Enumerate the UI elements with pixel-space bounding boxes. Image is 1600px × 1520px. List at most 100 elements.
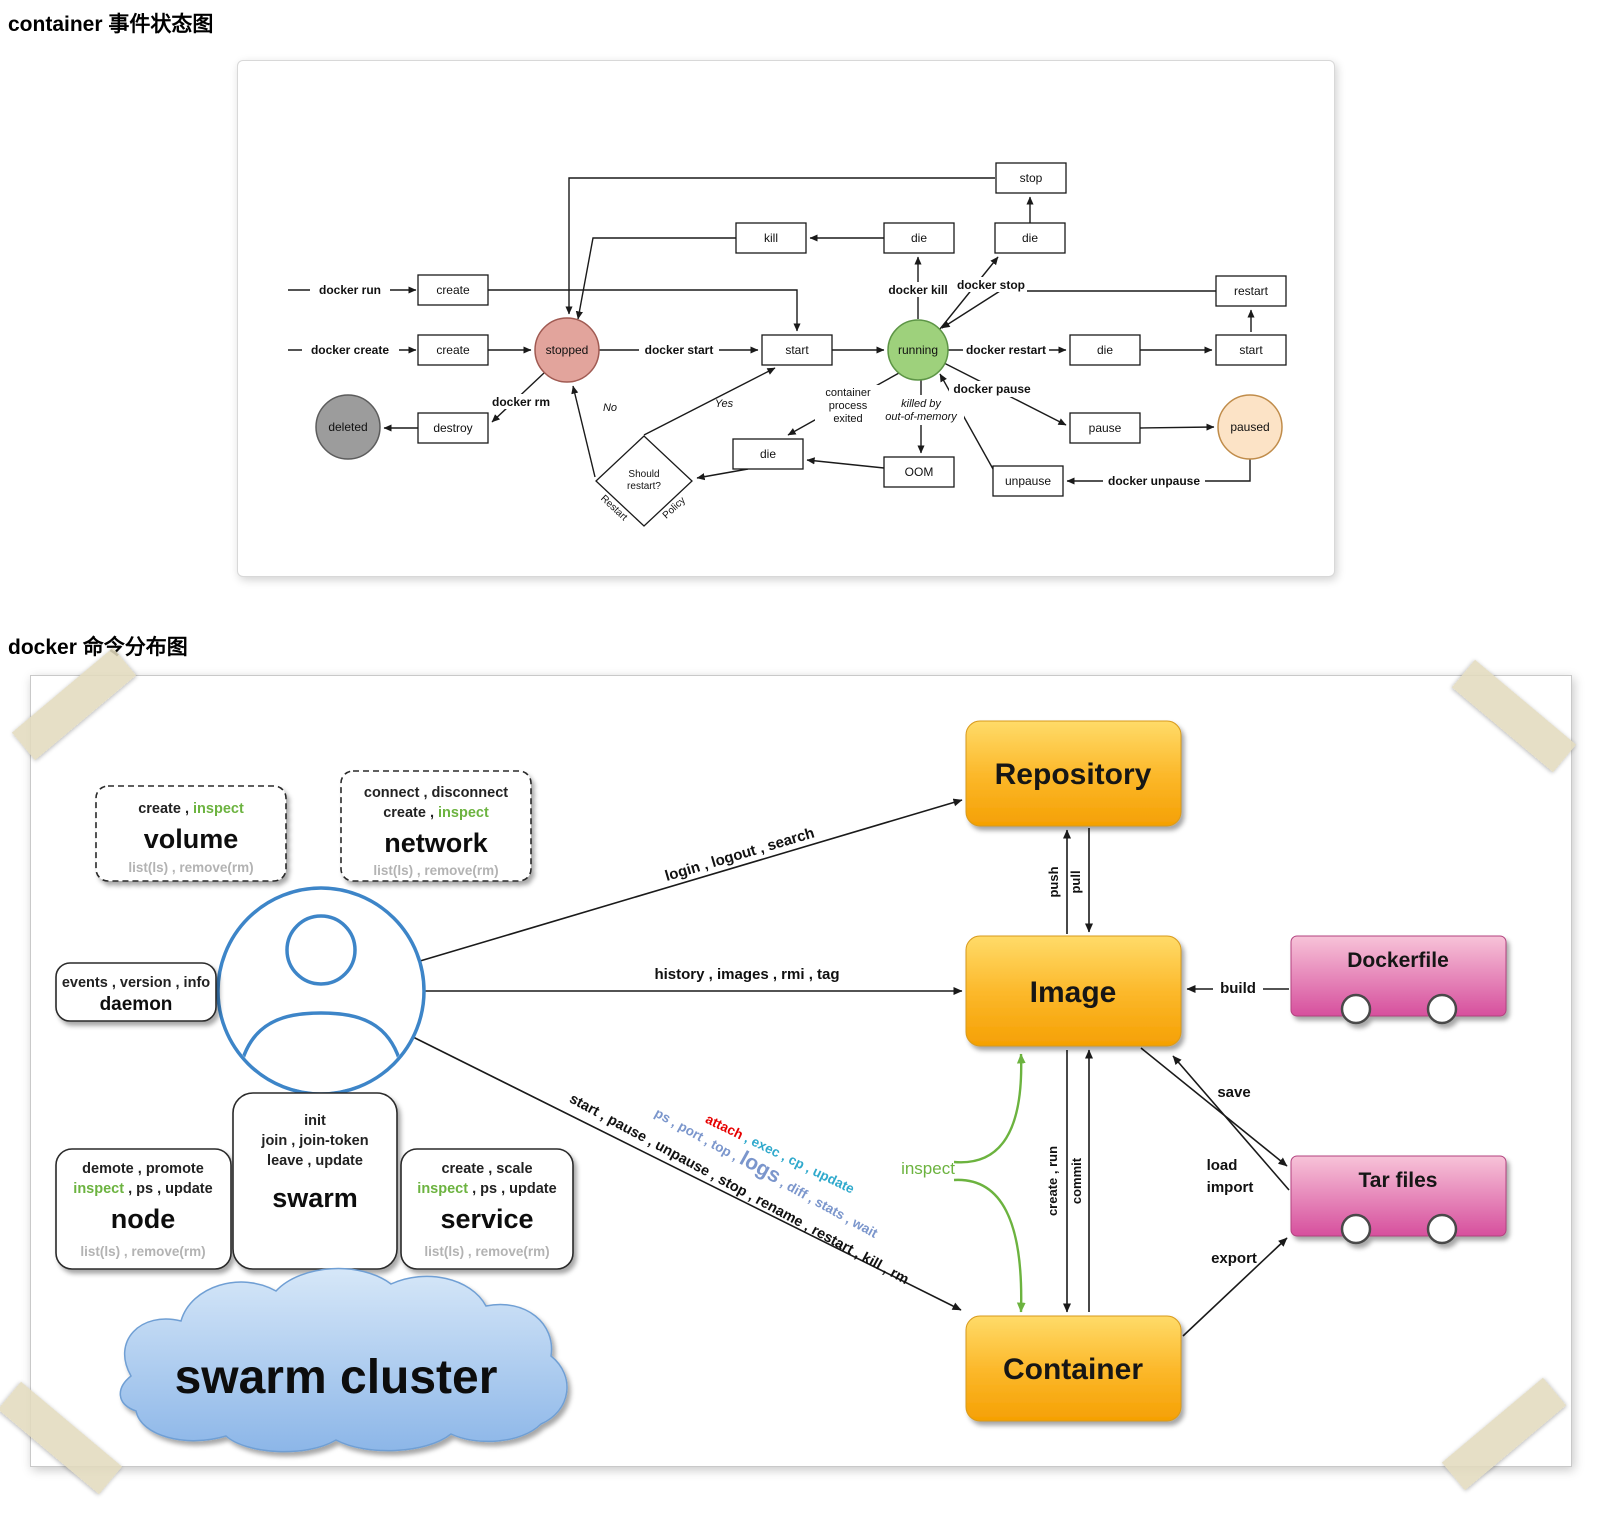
event-box-die-1: die xyxy=(883,222,955,254)
state-node-paused: paused xyxy=(1217,394,1283,460)
event-box-die-4: die xyxy=(732,438,804,470)
svg-text:join , join-token: join , join-token xyxy=(260,1133,368,1149)
edge-create-to-start xyxy=(488,289,801,332)
event-box-create: create xyxy=(417,334,489,366)
edge-label-export: export xyxy=(1211,1250,1257,1267)
edge-stop-to-stopped xyxy=(565,177,995,315)
svg-text:create , inspect: create , inspect xyxy=(138,801,244,817)
edge-label-import: import xyxy=(1207,1179,1254,1196)
edge-user-to-repository xyxy=(419,798,963,962)
group-network: connect , disconnect create , inspect ne… xyxy=(340,770,532,882)
edge-label-create-run: create , run xyxy=(1045,1146,1060,1216)
edge-unpause-to-running xyxy=(939,373,994,470)
event-box-die-3: die xyxy=(1069,334,1141,366)
entity-label: Dockerfile xyxy=(1347,949,1449,972)
svg-text:docker pause: docker pause xyxy=(953,382,1031,396)
state-label: paused xyxy=(1230,420,1269,434)
svg-text:list(ls) , remove(rm): list(ls) , remove(rm) xyxy=(80,1244,205,1259)
svg-text:out-of-memory: out-of-memory xyxy=(885,411,958,423)
event-box-pause: pause xyxy=(1069,412,1141,444)
entity-container: Container xyxy=(965,1315,1182,1422)
event-box-kill: kill xyxy=(735,222,807,254)
event-label: restart xyxy=(1234,284,1269,298)
svg-text:process: process xyxy=(829,400,868,412)
edge-running-to-die-stop xyxy=(939,256,999,330)
svg-text:docker unpause: docker unpause xyxy=(1108,474,1200,488)
edge-label-docker-create: docker create xyxy=(302,342,399,358)
entity-label: Repository xyxy=(995,758,1152,791)
edge-label-oom-killed: killed by out-of-memory xyxy=(878,395,964,425)
svg-text:docker kill: docker kill xyxy=(888,283,947,297)
container-state-diagram-svg: stop kill die die create restart create … xyxy=(288,162,1287,527)
edge-label-pull: pull xyxy=(1068,870,1083,893)
group-title: volume xyxy=(144,824,239,854)
event-label: create xyxy=(436,283,470,297)
edge-pause-to-paused xyxy=(1139,423,1215,431)
state-diagram-card: stop kill die die create restart create … xyxy=(237,60,1335,577)
svg-text:list(ls) , remove(rm): list(ls) , remove(rm) xyxy=(128,860,253,875)
entity-tar-files: Tar files xyxy=(1290,1155,1507,1245)
decision-should-restart: Should restart? Restart Policy xyxy=(595,435,693,527)
state-node-stopped: stopped xyxy=(534,317,600,383)
swarm-cluster-cloud: swarm cluster xyxy=(119,1267,568,1453)
group-title: service xyxy=(440,1204,533,1234)
entity-label: Container xyxy=(1003,1353,1143,1386)
event-box-unpause: unpause xyxy=(992,465,1064,497)
section-title-state-diagram: container 事件状态图 xyxy=(8,13,214,36)
edge-decision-yes-to-start xyxy=(643,367,776,436)
state-node-running: running xyxy=(887,319,949,381)
svg-text:demote , promote: demote , promote xyxy=(82,1161,204,1177)
svg-text:init: init xyxy=(304,1113,326,1129)
svg-text:container: container xyxy=(825,387,871,399)
wheel-icon xyxy=(1426,993,1458,1025)
event-box-oom: OOM xyxy=(883,456,955,488)
svg-text:docker run: docker run xyxy=(319,283,381,297)
edge-label-docker-kill: docker kill xyxy=(883,282,953,297)
edge-label-commit: commit xyxy=(1069,1157,1084,1204)
event-label: pause xyxy=(1089,421,1122,435)
user-head xyxy=(285,914,357,986)
state-label: deleted xyxy=(328,420,367,434)
event-label: OOM xyxy=(905,465,934,479)
svg-text:leave , update: leave , update xyxy=(267,1153,363,1169)
edge-label-docker-start: docker start xyxy=(639,342,719,358)
event-label: die xyxy=(1097,343,1113,357)
edge-inspect-to-image xyxy=(953,1053,1026,1164)
event-box-create-run: create xyxy=(417,274,489,306)
svg-text:create , inspect: create , inspect xyxy=(383,805,489,821)
entity-dockerfile: Dockerfile xyxy=(1290,935,1507,1025)
state-label: running xyxy=(898,343,938,357)
command-connectors xyxy=(412,798,1290,1337)
group-title: network xyxy=(384,828,489,858)
event-label: die xyxy=(1022,231,1038,245)
svg-text:inspect , ps , update: inspect , ps , update xyxy=(73,1181,212,1197)
event-box-restart: restart xyxy=(1215,275,1287,307)
edge-label-docker-run: docker run xyxy=(310,282,390,298)
group-title: node xyxy=(111,1204,176,1234)
edge-label-container-mgmt-commands: start , pause , unpause , stop , rename … xyxy=(567,1091,912,1288)
edge-label-docker-unpause: docker unpause xyxy=(1103,473,1205,489)
svg-text:docker start: docker start xyxy=(645,343,714,357)
edge-label-no: No xyxy=(603,402,617,414)
svg-text:inspect , ps , update: inspect , ps , update xyxy=(417,1181,556,1197)
edge-label-yes: Yes xyxy=(715,398,734,410)
edge-label-container-info-commands: ps , port , top , logs , diff , stats , … xyxy=(651,1100,883,1243)
edge-label-docker-restart: docker restart xyxy=(963,342,1049,358)
edge-label-docker-pause: docker pause xyxy=(949,381,1035,397)
edge-save xyxy=(1140,1047,1288,1167)
edge-label-inspect: inspect xyxy=(901,1159,955,1178)
event-label: die xyxy=(760,447,776,461)
edge-oom-to-die xyxy=(806,457,885,469)
wheel-icon xyxy=(1340,993,1372,1025)
wheel-icon xyxy=(1340,1213,1372,1245)
svg-text:connect , disconnect: connect , disconnect xyxy=(364,785,508,801)
state-node-deleted: deleted xyxy=(315,394,381,460)
edge-label-image-commands: history , images , rmi , tag xyxy=(654,966,839,983)
group-swarm: init join , join-token leave , update sw… xyxy=(232,1092,398,1270)
svg-text:docker restart: docker restart xyxy=(966,343,1046,357)
event-label: destroy xyxy=(433,421,472,435)
edge-die-to-decision xyxy=(696,468,749,481)
section-title-command-map: docker 命令分布图 xyxy=(8,636,188,659)
edge-export xyxy=(1182,1237,1288,1337)
edge-label-repository-commands: login , logout , search xyxy=(663,825,816,885)
